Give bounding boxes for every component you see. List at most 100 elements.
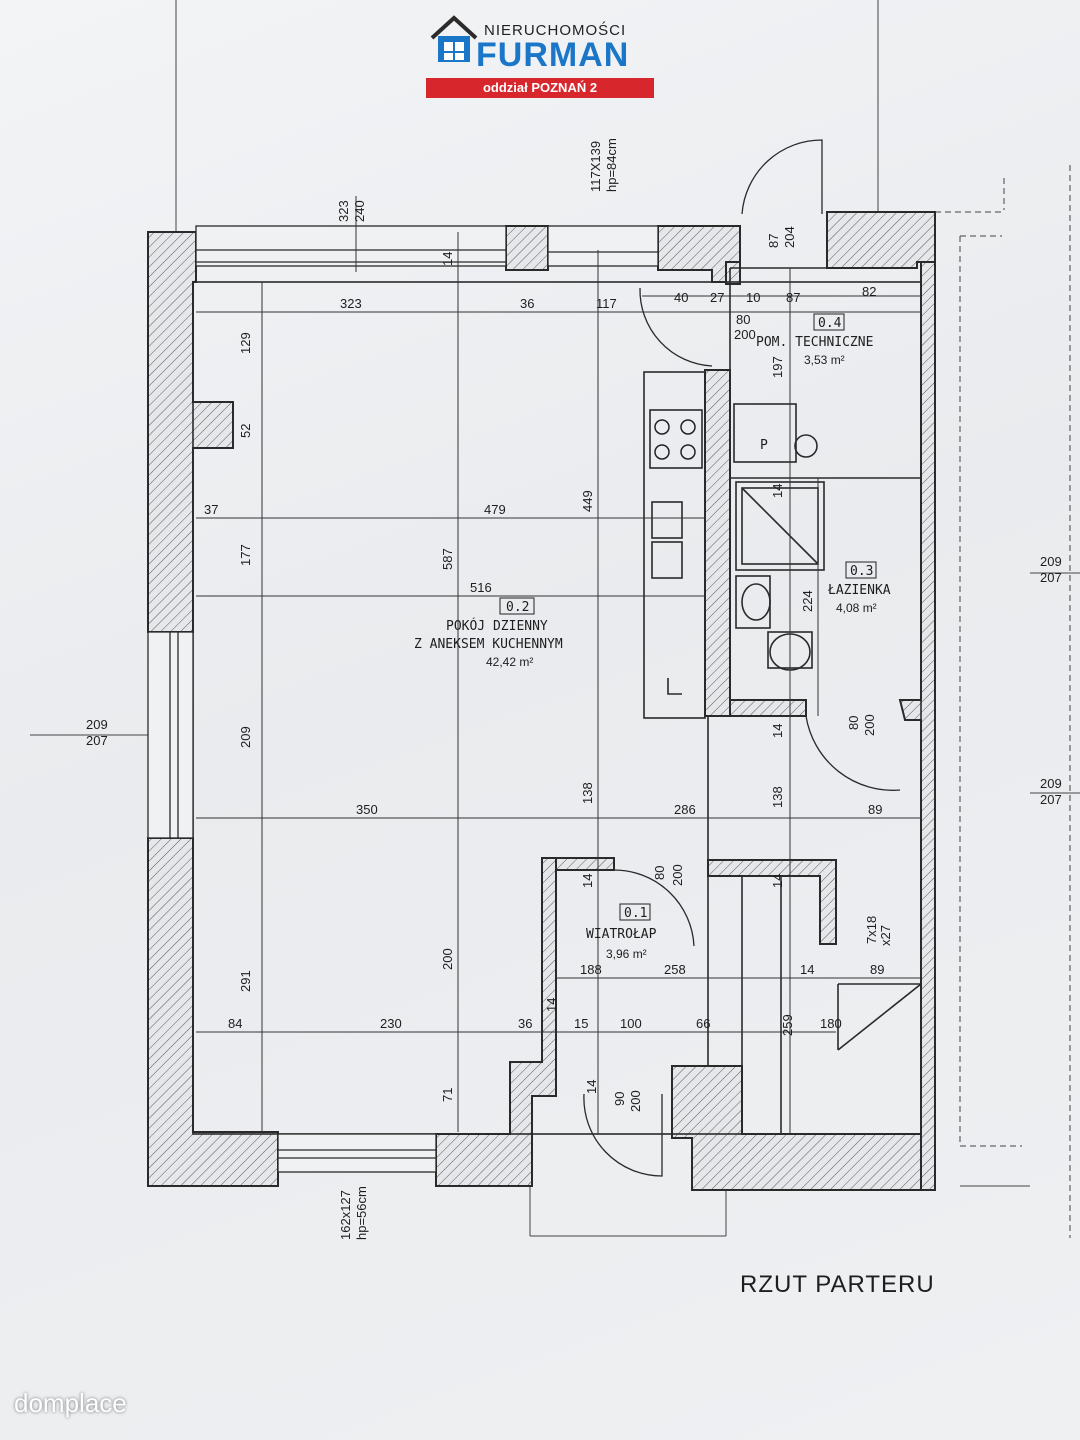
room-01-name: WIATROŁAP bbox=[586, 927, 657, 942]
room-04-name: POM. TECHNICZNE bbox=[756, 335, 873, 350]
dim-door-ent-1: 200 bbox=[628, 1090, 643, 1112]
dim-v-mid-4: 71 bbox=[440, 1088, 455, 1102]
window-top-hp: hp=84cm bbox=[604, 138, 619, 192]
dim-v-right-2: 14 bbox=[770, 724, 785, 738]
dim-h1-0: 323 bbox=[340, 296, 362, 311]
dim-h6-5: 66 bbox=[696, 1016, 710, 1031]
dim-v-right-0: 197 bbox=[770, 356, 785, 378]
dim-h6-6: 180 bbox=[820, 1016, 842, 1031]
stair-spec-a: 7x18 bbox=[864, 916, 879, 944]
dim-v-right-1: 224 bbox=[800, 590, 815, 612]
dim-door-04-1: 200 bbox=[734, 327, 756, 342]
watermark: domplace bbox=[14, 1388, 127, 1418]
dim-v-mid-0: 587 bbox=[440, 548, 455, 570]
dim-v-left-1: 52 bbox=[238, 424, 253, 438]
window-top-size: 117X139 bbox=[588, 141, 603, 192]
section-right-a-bottom: 207 bbox=[1040, 570, 1062, 585]
dim-v-left-4: 291 bbox=[238, 970, 253, 992]
dim-door-ent-0: 90 bbox=[612, 1092, 627, 1106]
room-04-area: 3,53 m² bbox=[804, 353, 845, 367]
dimension-labels-vertical: 129 52 177 209 291 587 449 138 200 71 19… bbox=[238, 226, 877, 1112]
dim-v-left-0: 129 bbox=[238, 332, 253, 354]
dim-misc-2: 14 bbox=[584, 1080, 599, 1094]
dim-v-left-2: 177 bbox=[238, 544, 253, 566]
dim-h1-7: 82 bbox=[862, 284, 876, 299]
room-03-name: ŁAZIENKA bbox=[827, 583, 891, 598]
dim-v-right-4: 14 bbox=[770, 874, 785, 888]
dim-v-right-5: 14 bbox=[770, 484, 785, 498]
dim-h1-5: 10 bbox=[746, 290, 760, 305]
dim-h5-1: 258 bbox=[664, 962, 686, 977]
dim-h4-0: 350 bbox=[356, 802, 378, 817]
brand-branch: oddział POZNAŃ 2 bbox=[426, 78, 654, 98]
window-bottom-hp: hp=56cm bbox=[354, 1186, 369, 1240]
dim-h4-2: 89 bbox=[868, 802, 882, 817]
stove bbox=[654, 419, 696, 460]
dim-h6-0: 84 bbox=[228, 1016, 242, 1031]
room-02-area: 42,42 m² bbox=[486, 655, 533, 669]
dim-h1-4: 27 bbox=[710, 290, 724, 305]
dim-h5-3: 89 bbox=[870, 962, 884, 977]
brand-top-text: NIERUCHOMOŚCI bbox=[484, 22, 627, 39]
dim-h2-0: 37 bbox=[204, 502, 218, 517]
room-labels: 0.4 POM. TECHNICZNE 3,53 m² P 0.3 ŁAZIEN… bbox=[414, 313, 891, 961]
house-icon bbox=[430, 15, 478, 62]
dim-v-right-6: 259 bbox=[780, 1014, 795, 1036]
dim-misc-1: 14 bbox=[544, 998, 559, 1012]
dim-v-mid-1: 449 bbox=[580, 490, 595, 512]
dim-h5-2: 14 bbox=[800, 962, 814, 977]
stair-spec-b: x27 bbox=[878, 925, 893, 946]
dimension-lines bbox=[196, 196, 921, 1134]
dim-v-mid-2: 138 bbox=[580, 782, 595, 804]
room-04-number: 0.4 bbox=[818, 316, 842, 331]
dim-h1-1: 36 bbox=[520, 296, 534, 311]
dim-h6-1: 230 bbox=[380, 1016, 402, 1031]
dim-door-01-1: 200 bbox=[670, 864, 685, 886]
window-bottom-size: 162x127 bbox=[338, 1190, 353, 1240]
doors bbox=[583, 139, 901, 1177]
room-02-name-1: POKÓJ DZIENNY bbox=[446, 618, 548, 634]
window-top-left-b: 240 bbox=[352, 200, 367, 222]
dim-v-mid-3: 200 bbox=[440, 948, 455, 970]
dim-misc-0: 14 bbox=[440, 252, 455, 266]
p-label: P bbox=[760, 438, 768, 453]
room-02-name-2: Z ANEKSEM KUCHENNYM bbox=[414, 637, 563, 652]
dim-h3-0: 516 bbox=[470, 580, 492, 595]
plan-title: RZUT PARTERU bbox=[740, 1271, 935, 1298]
dim-h6-3: 15 bbox=[574, 1016, 588, 1031]
section-left-b: 207 bbox=[86, 733, 108, 748]
room-03-number: 0.3 bbox=[850, 564, 873, 579]
dim-door-04-0: 80 bbox=[736, 312, 750, 327]
dim-h6-2: 36 bbox=[518, 1016, 532, 1031]
walls bbox=[147, 211, 936, 1191]
brand-logo: NIERUCHOMOŚCI FURMAN oddział POZNAŃ 2 bbox=[424, 8, 656, 98]
section-marks: 209 207 209 207 209 207 bbox=[86, 554, 1062, 807]
section-right-b-top: 209 bbox=[1040, 776, 1062, 791]
dim-door-top-0: 87 bbox=[766, 234, 781, 248]
window-top-left-a: 323 bbox=[336, 200, 351, 222]
section-right-a-top: 209 bbox=[1040, 554, 1062, 569]
dim-door-03-0: 80 bbox=[846, 716, 861, 730]
construction-lines bbox=[30, 0, 1080, 1238]
dim-v-left-3: 209 bbox=[238, 726, 253, 748]
dim-v-right-7: 14 bbox=[580, 874, 595, 888]
section-right-b-bottom: 207 bbox=[1040, 792, 1062, 807]
room-02-number: 0.2 bbox=[506, 600, 529, 615]
dim-door-top-1: 204 bbox=[782, 226, 797, 248]
dim-door-01-0: 80 bbox=[652, 866, 667, 880]
windows bbox=[147, 225, 659, 1173]
dim-h1-3: 40 bbox=[674, 290, 688, 305]
window-specs: 117X139 hp=84cm 162x127 hp=56cm 323 240 … bbox=[336, 138, 893, 1240]
dim-v-right-3: 138 bbox=[770, 786, 785, 808]
section-left-a: 209 bbox=[86, 717, 108, 732]
dimension-labels: 323 36 117 40 27 10 87 82 37 479 516 350… bbox=[204, 284, 884, 1031]
dim-h1-2: 117 bbox=[596, 296, 617, 311]
room-03-area: 4,08 m² bbox=[836, 601, 877, 615]
dim-h5-0: 188 bbox=[580, 962, 602, 977]
room-01-area: 3,96 m² bbox=[606, 947, 647, 961]
dim-door-03-1: 200 bbox=[862, 714, 877, 736]
dim-h2-1: 479 bbox=[484, 502, 506, 517]
room-01-number: 0.1 bbox=[624, 906, 647, 921]
dim-h6-4: 100 bbox=[620, 1016, 642, 1031]
